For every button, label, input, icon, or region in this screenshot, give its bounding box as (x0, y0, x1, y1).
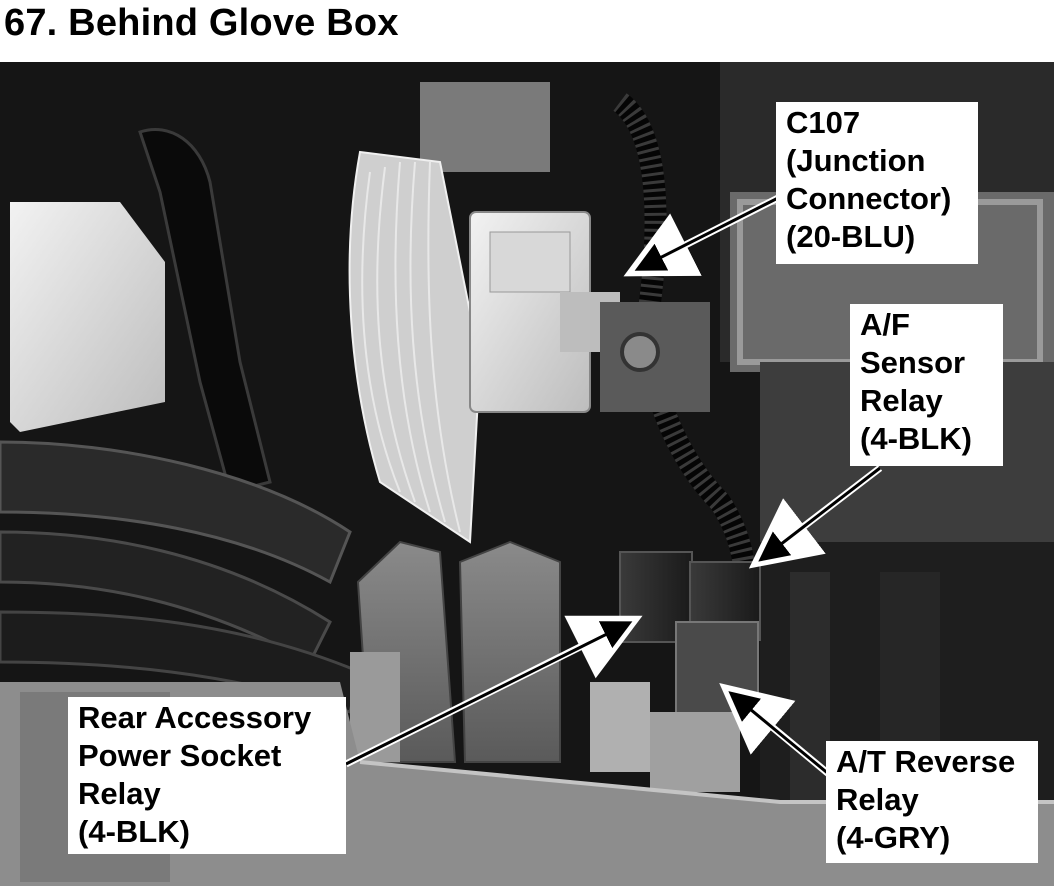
callout-line: Rear Accessory (78, 700, 312, 735)
callout-line: (4-GRY) (836, 820, 951, 855)
callout-at-reverse-relay: A/T Reverse Relay (4-GRY) (826, 741, 1038, 863)
page-title: 67. Behind Glove Box (4, 2, 399, 44)
callout-line: (Junction (786, 143, 926, 178)
callout-line: (4-BLK) (860, 421, 972, 456)
callout-line: Relay (860, 383, 943, 418)
callout-line: Relay (78, 776, 161, 811)
callout-rear-accessory-power-socket-relay: Rear Accessory Power Socket Relay (4-BLK… (68, 697, 346, 854)
callout-line: Relay (836, 782, 919, 817)
callout-c107-junction-connector: C107 (Junction Connector) (20-BLU) (776, 102, 978, 264)
callout-line: Power Socket (78, 738, 282, 773)
callout-line: (4-BLK) (78, 814, 190, 849)
callout-line: (20-BLU) (786, 219, 916, 254)
callout-line: Sensor (860, 345, 966, 380)
callout-line: A/T Reverse (836, 744, 1016, 779)
callout-af-sensor-relay: A/F Sensor Relay (4-BLK) (850, 304, 1003, 466)
callout-line: A/F (860, 307, 910, 342)
callout-line: C107 (786, 105, 861, 140)
callout-line: Connector) (786, 181, 952, 216)
